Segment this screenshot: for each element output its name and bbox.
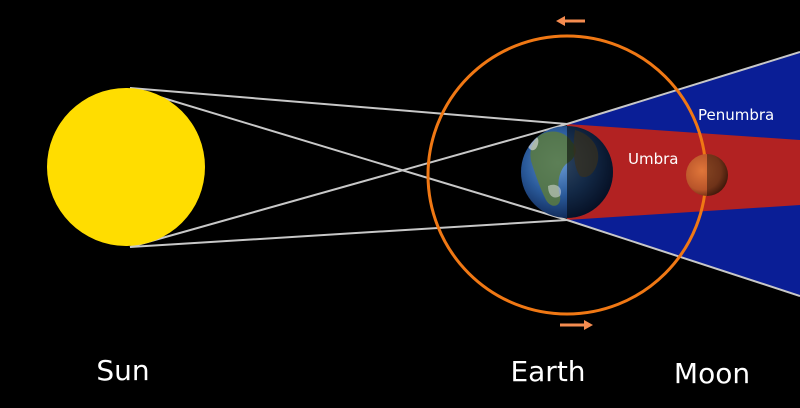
umbra-region (567, 124, 800, 220)
sun (47, 88, 205, 246)
moon (686, 154, 728, 196)
moon-label: Moon (674, 357, 750, 390)
sun-label: Sun (96, 354, 149, 387)
arrow-right-icon (560, 320, 593, 330)
penumbra-label: Penumbra (698, 106, 774, 124)
arrow-left-icon (556, 16, 585, 26)
umbra-label: Umbra (628, 150, 678, 168)
earth-label: Earth (510, 355, 585, 388)
tangent-lines (129, 51, 800, 297)
